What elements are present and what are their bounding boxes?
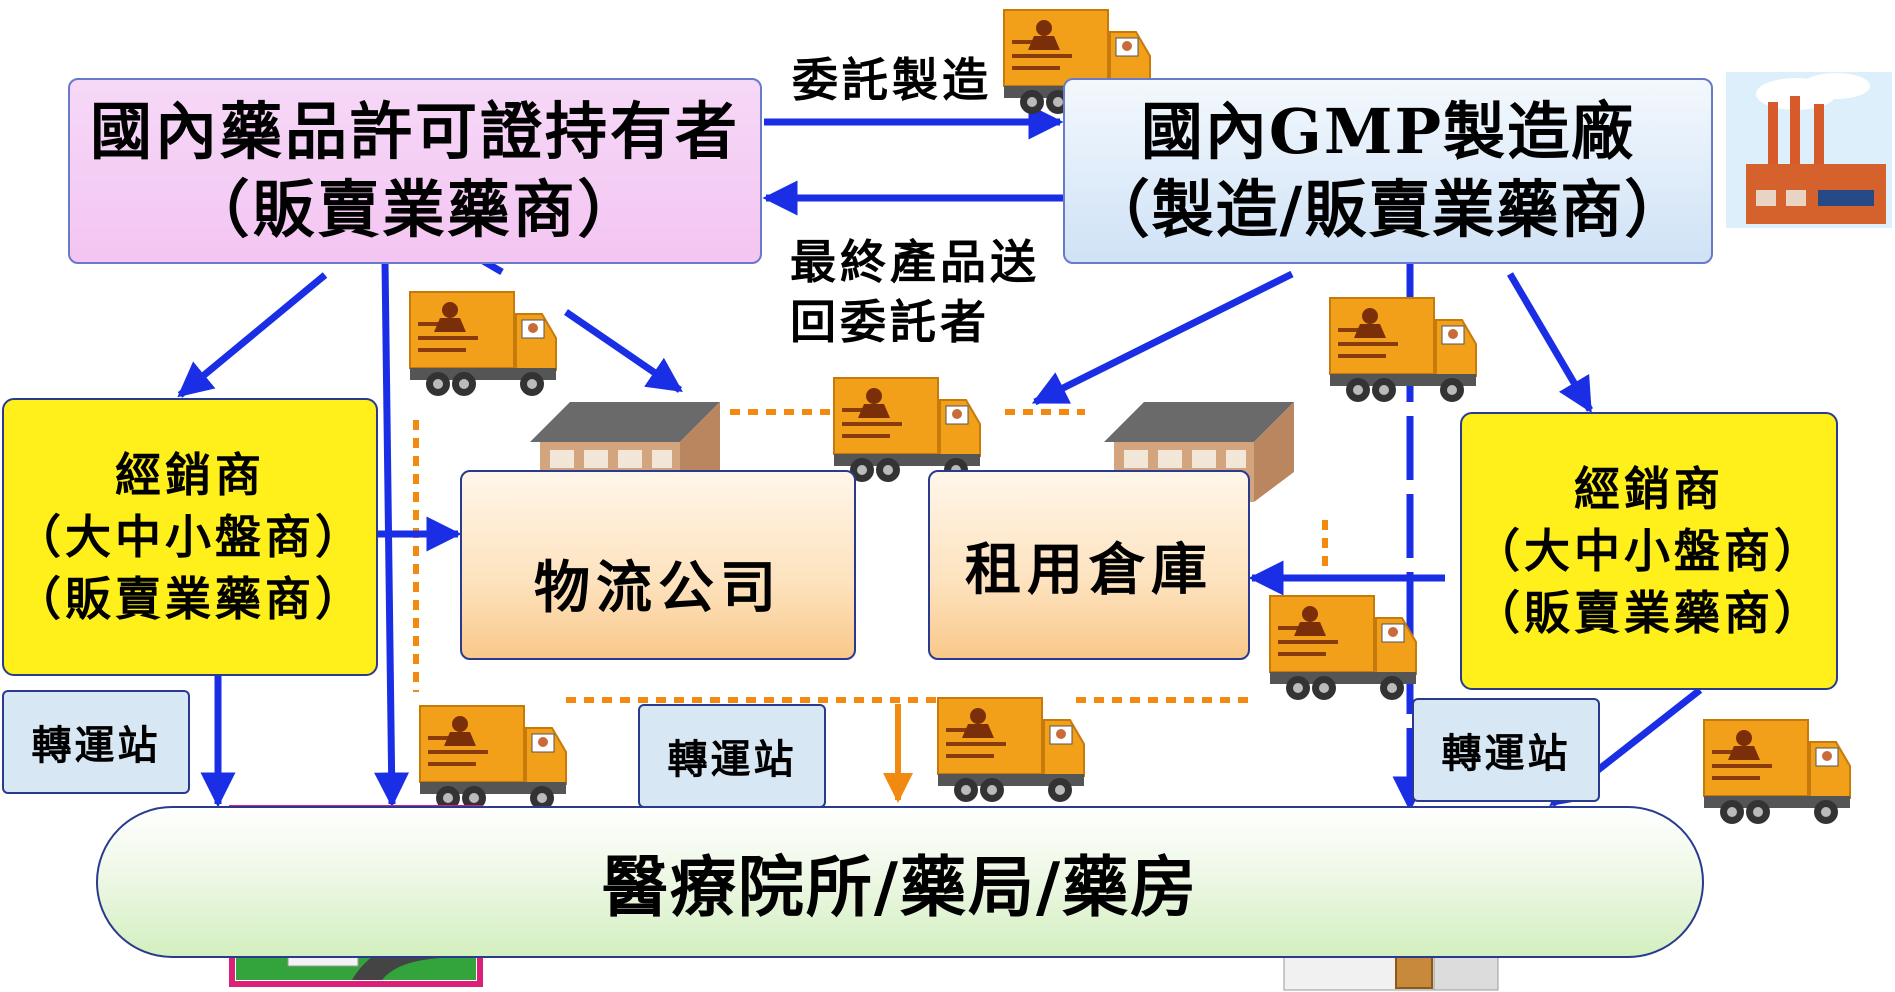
license-holder-box: 國內藥品許可證持有者 （販賣業藥商） [68,78,762,264]
delivery-truck-icon [1269,595,1417,701]
dealer-right-license: （販賣業藥商） [1474,586,1824,640]
delivery-truck-icon [409,291,557,397]
delivery-truck-icon [833,377,981,483]
rented-warehouse-box: 租用倉庫 [928,470,1250,660]
delivery-truck-icon [937,697,1085,803]
gmp-factory-subtitle: （製造/販賣業藥商） [1087,173,1689,246]
dealer-left-type: （大中小盤商） [15,510,365,564]
factory-icon [1726,72,1892,228]
gmp-factory-title: 國內GMP製造廠 [1140,95,1636,168]
license-holder-title: 國內藥品許可證持有者 [89,95,740,168]
license-holder-subtitle: （販賣業藥商） [187,173,643,246]
transfer-station-left: 轉運站 [2,690,190,794]
rented-warehouse-label: 租用倉庫 [965,536,1213,603]
dealer-left-title: 經銷商 [115,448,265,502]
dealer-left-box: 經銷商 （大中小盤商） （販賣業藥商） [2,398,378,676]
edge-label-return-line1: 最終產品送 [790,235,1040,289]
dealer-right-type: （大中小盤商） [1474,524,1824,578]
edge-label-entrust: 委託製造 [792,53,992,107]
delivery-truck-icon [419,705,567,811]
logistics-company-label: 物流公司 [534,554,782,621]
edge-label-return: 最終產品送 回委託者 [790,232,1040,352]
dotted-group-border [413,409,1328,703]
medical-institutions-label: 醫療院所/藥局/藥房 [601,848,1199,926]
delivery-truck-icon [1329,297,1477,403]
transfer-station-right: 轉運站 [1412,698,1600,802]
medical-institutions-box: 醫療院所/藥局/藥房 [96,806,1704,958]
gmp-factory-box: 國內GMP製造廠 （製造/販賣業藥商） [1063,78,1713,264]
delivery-truck-icon [1703,719,1851,825]
logistics-company-box: 物流公司 [460,470,856,660]
dealer-left-license: （販賣業藥商） [15,572,365,626]
edge-label-return-line2: 回委託者 [790,295,990,349]
dealer-right-box: 經銷商 （大中小盤商） （販賣業藥商） [1460,412,1838,690]
transfer-station-middle: 轉運站 [638,704,826,808]
dealer-right-title: 經銷商 [1574,462,1724,516]
